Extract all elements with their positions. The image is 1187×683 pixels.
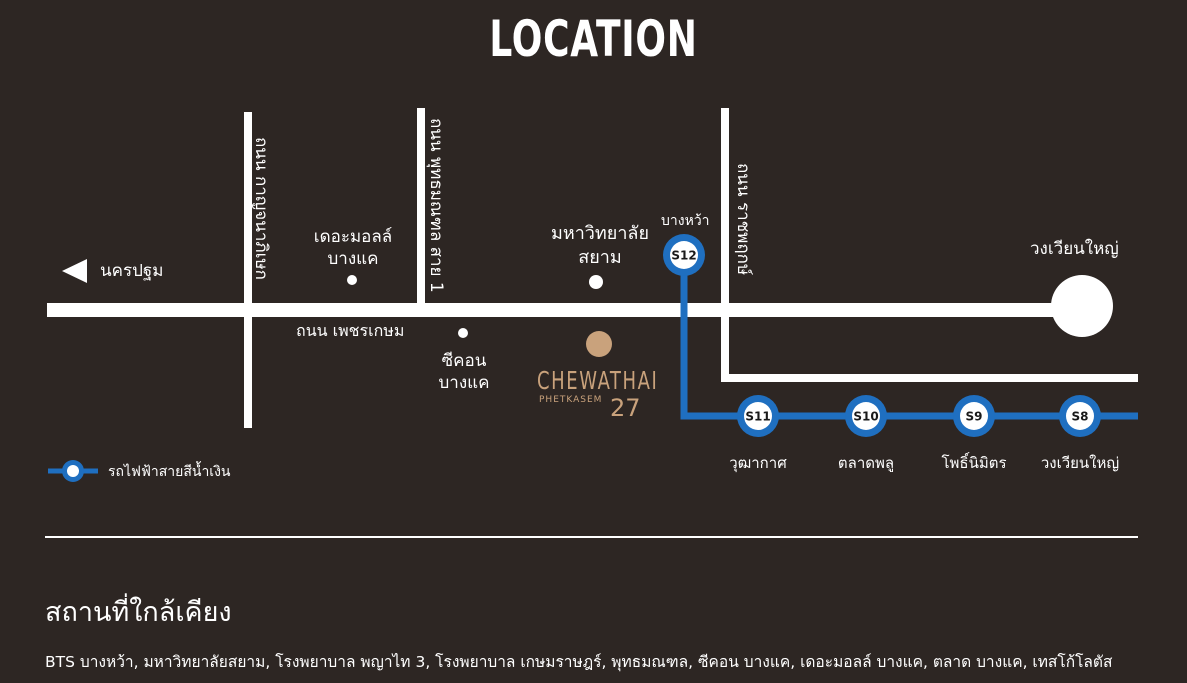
siam-univ-line1: มหาวิทยาลัย — [550, 223, 650, 244]
road-kanchana-line — [244, 112, 252, 428]
road-phutthamonthon-line — [417, 108, 425, 304]
bts-station-code: S10 — [853, 410, 878, 424]
project-subtitle: PHETKASEM — [539, 395, 603, 405]
the-mall-line1: เดอะมอลล์ — [313, 227, 393, 247]
section-divider — [45, 536, 1138, 538]
the-mall-label: เดอะมอลล์ บางแค — [304, 226, 402, 270]
main-road-label: ถนน เพชรเกษม — [296, 321, 405, 340]
legend-label: รถไฟฟ้าสายสีน้ำเงิน — [108, 464, 231, 480]
wongwian-yai-label: วงเวียนใหญ่ — [1030, 239, 1119, 259]
bts-station-core — [744, 402, 772, 430]
project-number: 27 — [610, 394, 641, 422]
legend-station-core — [67, 465, 79, 477]
road-ratchaphruek-line — [721, 108, 729, 382]
nearby-title: สถานที่ใกล้เคียง — [45, 597, 232, 628]
road-ratchaphruek-branch — [721, 374, 1138, 382]
bts-station-code: S11 — [745, 410, 770, 424]
siam-univ-line2: สยาม — [578, 247, 622, 268]
seacon-line2: บางแค — [438, 373, 490, 393]
seacon-line1: ซีคอน — [441, 351, 487, 371]
project-dot — [586, 331, 612, 357]
the-mall-dot — [347, 275, 357, 285]
project-name: CHEWATHAI — [537, 366, 659, 395]
bts-station-core — [1066, 402, 1094, 430]
road-ratchaphruek-label: ถนน ราชพฤกษ์ — [733, 163, 753, 276]
siam-univ-dot — [589, 275, 603, 289]
main-road — [47, 303, 1082, 317]
bts-station-code: S12 — [671, 249, 696, 263]
road-phutthamonthon-label: ถนน พุทธมณฑล สาย 1 — [426, 118, 446, 293]
nearby-text: BTS บางหว้า, มหาวิทยาลัยสยาม, โรงพยาบาล … — [45, 653, 1113, 671]
bts-station-name: โพธิ์นิมิตร — [941, 454, 1007, 472]
wongwian-yai-circle — [1051, 275, 1113, 337]
bts-station-code: S8 — [1072, 410, 1089, 424]
bts-station-name: ตลาดพลู — [837, 454, 895, 472]
nakhon-pathom-label: นครปฐม — [100, 261, 164, 281]
seacon-label: ซีคอน บางแค — [424, 350, 504, 394]
bts-station-core — [852, 402, 880, 430]
west-arrow-icon — [62, 259, 87, 283]
bts-station-name: วุฒากาศ — [729, 454, 787, 472]
bts-station-core — [670, 241, 698, 269]
page-title: LOCATION — [489, 10, 698, 68]
bts-station-core — [960, 402, 988, 430]
project-logo: CHEWATHAI PHETKASEM 27 — [537, 366, 689, 423]
the-mall-line2: บางแค — [327, 249, 379, 269]
road-kanchana-label: ถนน กาญจนาภิเษก — [251, 137, 271, 280]
seacon-dot — [458, 328, 468, 338]
bts-station-code: S9 — [966, 410, 983, 424]
bts-station-name: วงเวียนใหญ่ — [1040, 454, 1120, 472]
siam-univ-label: มหาวิทยาลัย สยาม — [541, 222, 659, 270]
bang-wa-label: บางหว้า — [661, 213, 710, 229]
